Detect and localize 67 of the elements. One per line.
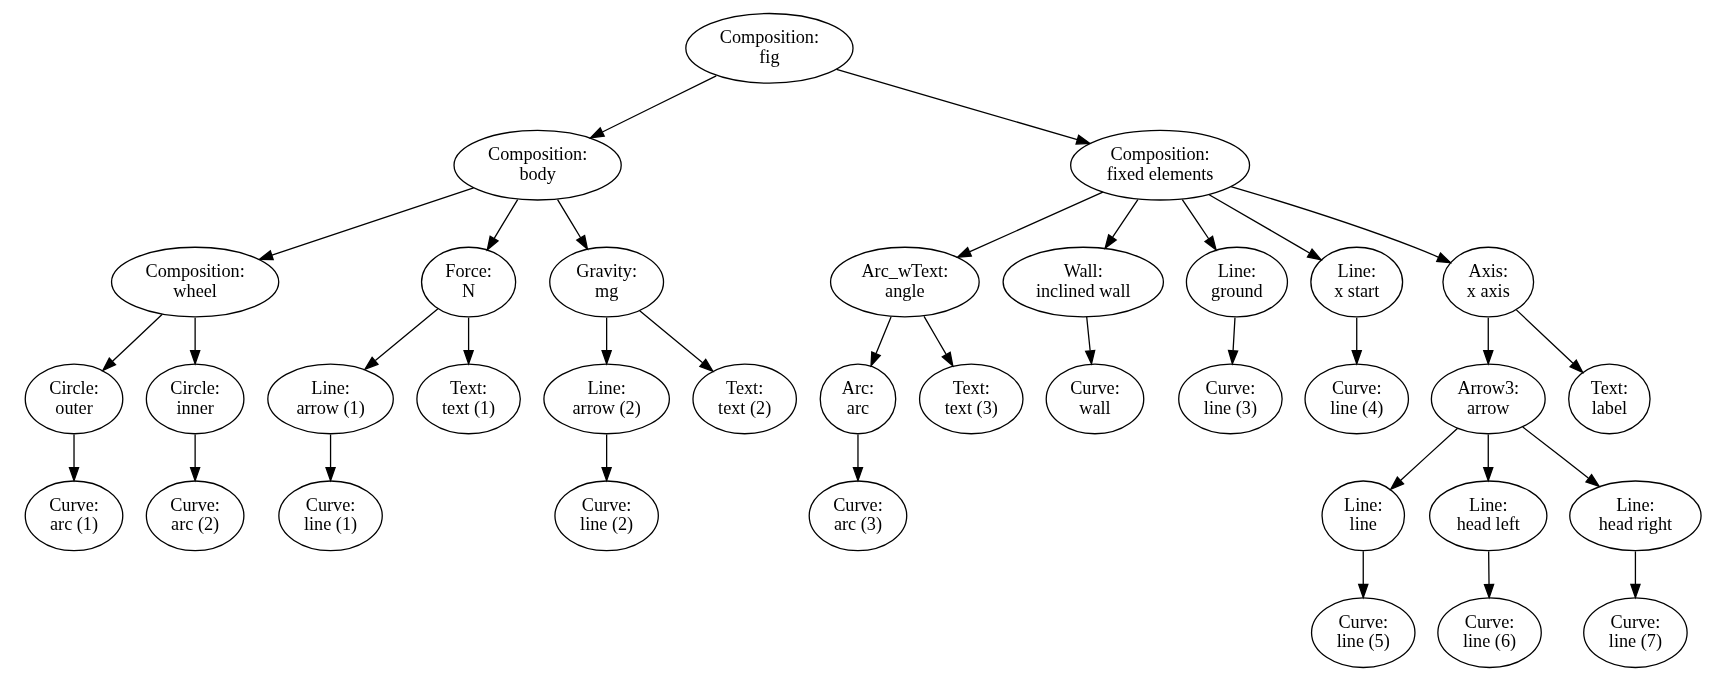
arrow (639, 310, 715, 373)
arrow (870, 316, 892, 368)
arrow (1357, 550, 1369, 600)
node-ellipse: Line: line (1321, 480, 1406, 552)
node-ellipse: Circle: inner (145, 363, 245, 435)
node-ellipse: Circle: outer (24, 363, 124, 435)
arrow (68, 433, 80, 483)
arrow (601, 317, 613, 366)
arrow (556, 198, 589, 251)
node-ellipse: Curve: line (2) (554, 480, 659, 552)
arrow (463, 317, 475, 366)
arrow (1389, 427, 1458, 491)
node-ellipse: Composition: fixed elements (1070, 129, 1251, 201)
arrow (486, 198, 519, 252)
node-ellipse: Curve: arc (3) (808, 480, 908, 552)
node-ellipse: Line: head right (1569, 480, 1702, 552)
arrow (1483, 550, 1495, 600)
node-ellipse: Curve: line (3) (1178, 363, 1283, 435)
arrow (257, 187, 475, 261)
arrow (601, 433, 613, 483)
arrow (923, 315, 954, 368)
arrow (189, 317, 201, 366)
node-ellipse: Wall: inclined wall (1002, 246, 1165, 318)
arrow (363, 308, 439, 371)
arrow (1351, 317, 1363, 366)
arrow (189, 433, 201, 483)
arrow (852, 433, 864, 483)
arrow (101, 313, 163, 372)
node-ellipse: Line: x start (1310, 246, 1404, 318)
node-ellipse: Curve: line (6) (1437, 597, 1542, 669)
node-ellipse: Text: text (1) (416, 363, 521, 435)
node-ellipse: Arrow3: arrow (1430, 363, 1546, 435)
arrow (1181, 198, 1218, 252)
arrow (1227, 317, 1239, 366)
node-ellipse: Curve: line (4) (1304, 363, 1410, 435)
arrow (1522, 426, 1601, 488)
arrow (588, 75, 717, 139)
node-ellipse: Curve: arc (1) (24, 480, 124, 552)
node-ellipse: Line: head left (1429, 480, 1548, 552)
arrow (1104, 198, 1139, 250)
node-ellipse: Text: text (3) (918, 363, 1024, 435)
arrow (1084, 316, 1096, 366)
node-ellipse: Gravity: mg (549, 246, 665, 318)
arrow (1482, 433, 1494, 483)
node-circle: Arc: arc (819, 363, 897, 435)
node-ellipse: Curve: line (1) (278, 480, 383, 552)
node-ellipse: Text: text (2) (692, 363, 798, 435)
arrow (835, 68, 1092, 145)
node-ellipse: Text: label (1568, 363, 1651, 435)
arrow (955, 191, 1104, 258)
node-ellipse: Curve: arc (2) (145, 480, 245, 552)
arrow (1629, 550, 1641, 600)
arrow (1208, 194, 1323, 261)
node-ellipse: Force: N (420, 246, 517, 318)
node-ellipse: Line: arrow (2) (543, 363, 670, 435)
arrow (325, 433, 337, 483)
node-ellipse: Curve: line (7) (1583, 597, 1688, 669)
node-ellipse: Curve: line (5) (1310, 597, 1416, 669)
node-ellipse: Composition: body (453, 129, 622, 201)
node-ellipse: Line: ground (1185, 246, 1289, 318)
node-ellipse: Curve: wall (1045, 363, 1145, 435)
arrow (1515, 309, 1585, 374)
node-ellipse: Line: arrow (1) (267, 363, 394, 435)
node-ellipse: Composition: fig (685, 12, 854, 84)
node-ellipse: Axis: x axis (1442, 246, 1535, 318)
arrow (1230, 185, 1453, 264)
arrow (1482, 317, 1494, 366)
